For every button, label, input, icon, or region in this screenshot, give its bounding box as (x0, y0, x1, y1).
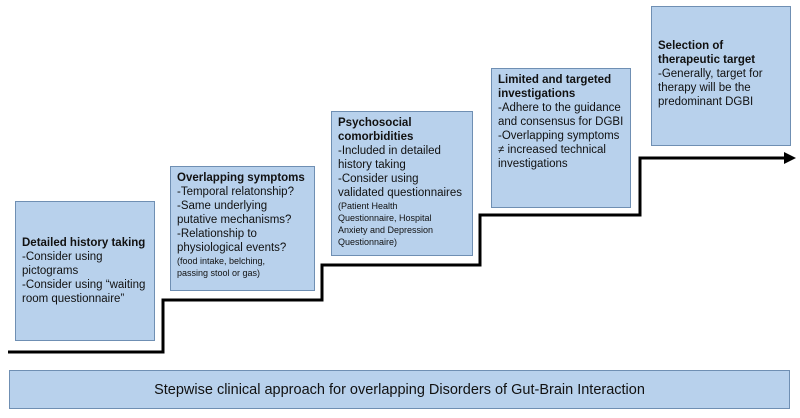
step-box-psychosocial: Psychosocial comorbidities -Included in … (331, 111, 473, 256)
step-line: -Consider using “waiting (22, 279, 146, 291)
step-note: (Patient Health (338, 201, 398, 211)
step-line: putative mechanisms? (177, 214, 292, 226)
step-title: Overlapping symptoms (177, 172, 305, 184)
step-line: predominant DGBI (658, 96, 754, 108)
step-note: passing stool or gas) (177, 268, 261, 278)
step-box-therapeutic-target: Selection of therapeutic target -General… (651, 6, 791, 146)
step-line: investigations (498, 158, 568, 170)
step-line: -Generally, target for (658, 68, 763, 80)
arrow-head-icon (784, 152, 796, 164)
step-line: -Consider using (22, 251, 103, 263)
step-box-overlapping-symptoms: Overlapping symptoms -Temporal relatonsh… (170, 166, 315, 291)
step-title: Detailed history taking (22, 237, 146, 249)
step-note: Anxiety and Depression (338, 225, 434, 235)
step-line: therapy will be the (658, 82, 751, 94)
step-title: Psychosocial comorbidities (338, 117, 414, 143)
step-box-investigations: Limited and targeted investigations -Adh… (491, 68, 631, 208)
step-line: -Consider using (338, 173, 419, 185)
step-line: history taking (338, 159, 406, 171)
step-line: -Same underlying (177, 200, 268, 212)
step-title: Limited and targeted investigations (498, 74, 612, 100)
step-line: -Included in detailed (338, 145, 441, 157)
step-line: -Adhere to the guidance (498, 102, 621, 114)
step-line: ≠ increased technical (498, 144, 606, 156)
step-line: physiological events? (177, 242, 287, 254)
step-line: room questionnaire” (22, 293, 125, 305)
step-note: Questionnaire, Hospital (338, 213, 432, 223)
step-box-history-taking: Detailed history taking -Consider using … (15, 201, 155, 341)
step-note: (food intake, belching, (177, 256, 266, 266)
step-line: and consensus for DGBI (498, 116, 624, 128)
step-line: -Overlapping symptoms (498, 130, 620, 142)
footer-text: Stepwise clinical approach for overlappi… (154, 381, 645, 398)
step-title: Selection of therapeutic target (658, 40, 756, 66)
step-line: validated questionnaires (338, 187, 463, 199)
step-line: -Temporal relatonship? (177, 186, 294, 198)
step-line: pictograms (22, 265, 79, 277)
step-note: Questionnaire) (338, 237, 398, 247)
step-line: -Relationship to (177, 228, 257, 240)
footer-caption: Stepwise clinical approach for overlappi… (9, 370, 790, 409)
staircase-line (8, 156, 786, 354)
